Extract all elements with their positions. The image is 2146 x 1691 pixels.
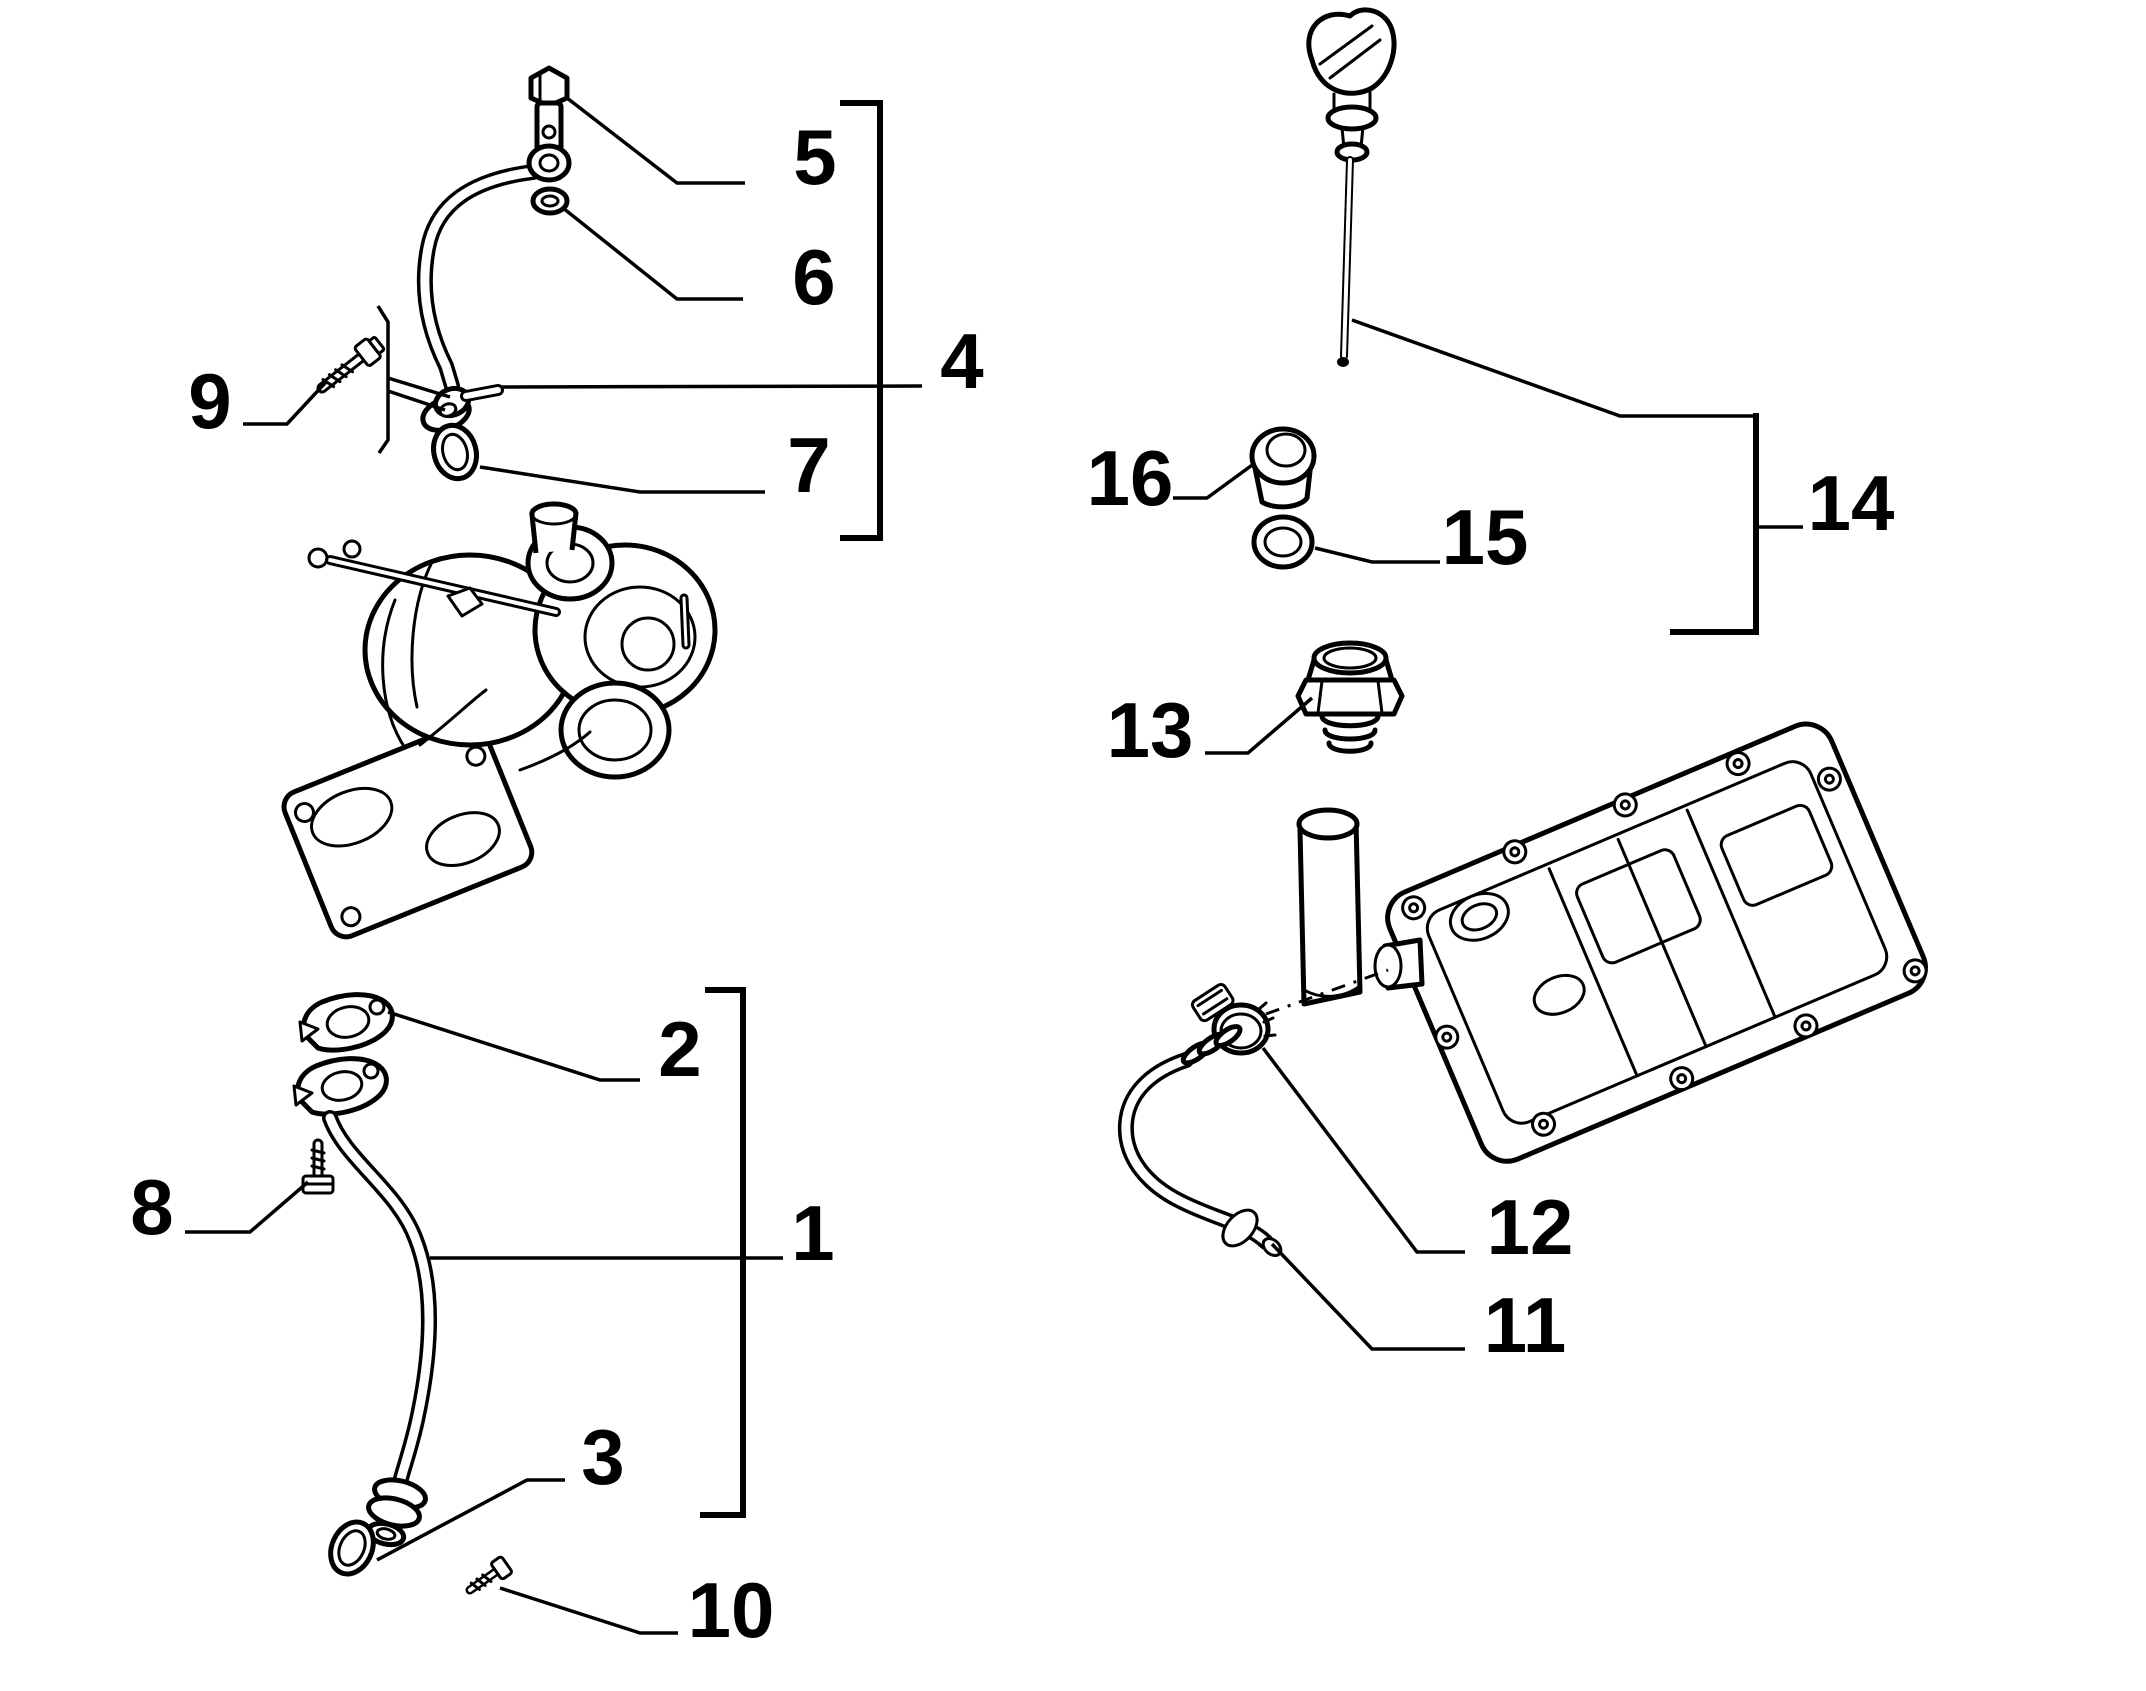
- return-pipe-flange-drawing: [292, 1056, 389, 1117]
- breather-cap-drawing: [1249, 426, 1317, 510]
- callout-14[interactable]: 14: [1808, 459, 1895, 547]
- leader-11: [1270, 1242, 1465, 1351]
- leader-7: [479, 465, 765, 494]
- filler-tube-drawing: [1296, 807, 1363, 1007]
- callout-13[interactable]: 13: [1107, 686, 1194, 774]
- leader-8: [185, 1180, 310, 1234]
- leader-4: [501, 384, 923, 389]
- bracket-14: [1670, 413, 1759, 635]
- flange-bolt-drawing: [301, 1138, 335, 1195]
- callout-labels: 1 2 3 4 5 6 7 8 9 10 11 12 13 14 15 16: [130, 113, 1894, 1654]
- leader-10: [499, 1586, 678, 1635]
- breather-port-drawing: [1373, 937, 1425, 991]
- leader-12: [1261, 1046, 1465, 1254]
- callout-10[interactable]: 10: [688, 1566, 775, 1654]
- bracket-4: [840, 100, 883, 541]
- bracket-1: [700, 987, 746, 1518]
- turbocharger-drawing: [281, 501, 718, 940]
- leader-13: [1205, 696, 1314, 755]
- callout-3[interactable]: 3: [581, 1413, 624, 1501]
- leader-6: [561, 206, 743, 301]
- oil-feed-pipe-drawing: [416, 143, 572, 433]
- dipstick-drawing: [1306, 7, 1397, 367]
- callout-12[interactable]: 12: [1487, 1183, 1574, 1271]
- callout-7[interactable]: 7: [787, 421, 830, 509]
- callout-16[interactable]: 16: [1087, 434, 1174, 522]
- oil-feed-pipe-assembly: [243, 65, 923, 541]
- callout-9[interactable]: 9: [188, 357, 231, 445]
- leader-elbow-a: [387, 376, 451, 399]
- banjo-bolt-drawing: [528, 65, 570, 154]
- oil-return-pipe-drawing: [322, 1110, 437, 1548]
- leader-15: [1314, 546, 1440, 564]
- return-gasket-ring-drawing: [328, 1519, 376, 1577]
- valve-cover-drawing: [1296, 721, 1928, 1164]
- leader-9: [243, 380, 328, 426]
- lower-screw-drawing: [465, 1555, 513, 1595]
- leader-elbow-b: [387, 389, 446, 412]
- oil-return-pipe-assembly: [185, 987, 783, 1635]
- return-gasket-drawing: [298, 992, 395, 1053]
- callout-8[interactable]: 8: [130, 1163, 173, 1251]
- callout-5[interactable]: 5: [793, 113, 836, 201]
- hose-clamp-drawing: [1190, 983, 1277, 1056]
- clamp-position-dash-line: [1265, 968, 1389, 1016]
- leader-5: [565, 96, 745, 185]
- seal-ring-drawing: [1251, 514, 1315, 570]
- callout-4[interactable]: 4: [940, 317, 983, 405]
- bracket-9-group: [376, 305, 390, 454]
- leader-2: [387, 1010, 640, 1082]
- callout-6[interactable]: 6: [792, 233, 835, 321]
- leader-3: [376, 1478, 565, 1562]
- callout-11[interactable]: 11: [1484, 1281, 1566, 1369]
- mounting-screw-drawing: [316, 336, 386, 394]
- sealing-washer-drawing: [530, 186, 570, 216]
- bolt-hole-bosses: [1401, 751, 1928, 1137]
- leader-14: [1351, 318, 1754, 418]
- union-fitting-drawing: [1295, 640, 1405, 754]
- callout-2[interactable]: 2: [658, 1005, 701, 1093]
- callout-15[interactable]: 15: [1442, 493, 1529, 581]
- leader-16: [1173, 461, 1257, 500]
- gasket-ring-drawing: [431, 422, 479, 482]
- callout-1[interactable]: 1: [791, 1189, 834, 1277]
- breather-hose-drawing: [1117, 1024, 1283, 1257]
